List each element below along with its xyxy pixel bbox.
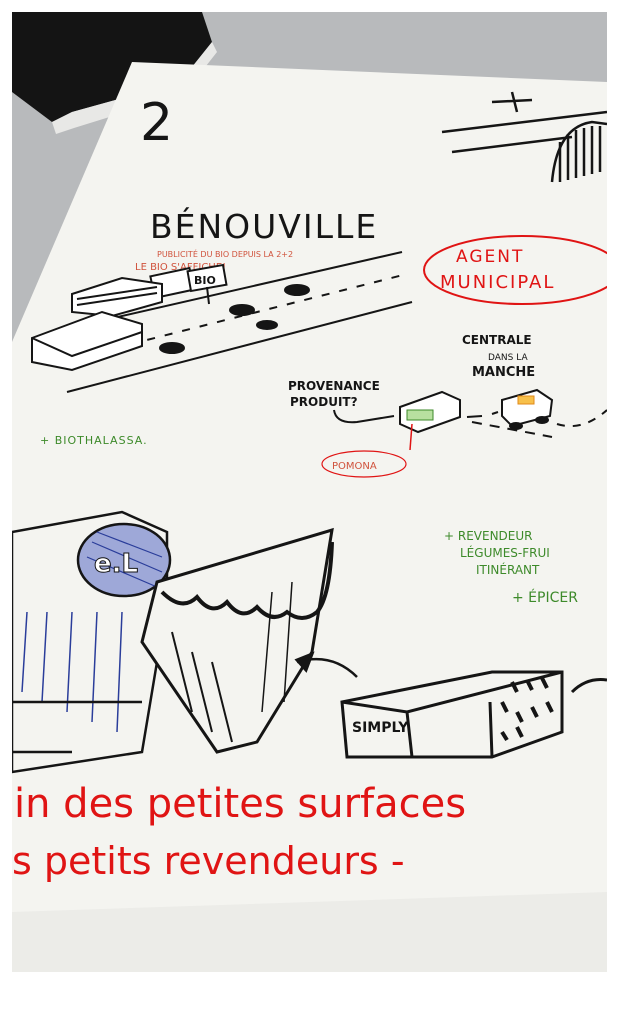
store-sketch [12,510,172,774]
agent-line1: AGENT [456,247,524,267]
simply-label: SIMPLY [352,720,409,736]
town-title: BÉNOUVILLE [150,206,378,246]
agent-line2: MUNICIPAL [440,272,555,293]
flipchart-photo: 2 BÉNOUVILLE PUBLICITÉ DU BIO DEPUIS LA … [12,12,607,972]
centrale-line1: CENTRALE [462,333,532,347]
notebook [12,12,217,134]
bin-sketch [140,527,358,754]
provenance-line1: PROVENANCE [288,379,380,393]
centrale-line3: MANCHE [472,365,535,380]
bio-sign: BIO [186,263,228,305]
slogan-line1: in des petites surfaces [14,781,466,827]
bio-sign-label: BIO [194,274,216,287]
biothalassa-label: + BIOTHALASSA. [40,434,148,447]
pomona-label: POMONA [332,461,377,472]
provenance-line2: PRODUIT? [290,395,358,409]
gate-sketch [441,91,607,183]
revendeur-line3: ITINÉRANT [476,562,540,577]
revendeur-line2: LÉGUMES-FRUI [460,545,550,560]
revendeur-line1: + REVENDEUR [444,529,533,543]
page-number: 2 [140,93,173,153]
truck-sketch [333,388,607,438]
slogan-line2: s petits revendeurs - [12,839,405,883]
agent-oval [423,235,607,305]
subtitle-line1: PUBLICITÉ DU BIO DEPUIS LA 2+2 [157,248,293,259]
centrale-line2: DANS LA [488,353,528,363]
photo-frame: 2 BÉNOUVILLE PUBLICITÉ DU BIO DEPUIS LA … [12,12,607,972]
leclerc-logo: e.L [94,549,138,579]
road-sketch [31,251,413,393]
subtitle-line2: LE BIO S'AFFICHE! [135,262,226,273]
pomona-oval [321,450,407,478]
simply-box [340,670,607,759]
epicerie-label: + ÉPICER [512,589,578,606]
